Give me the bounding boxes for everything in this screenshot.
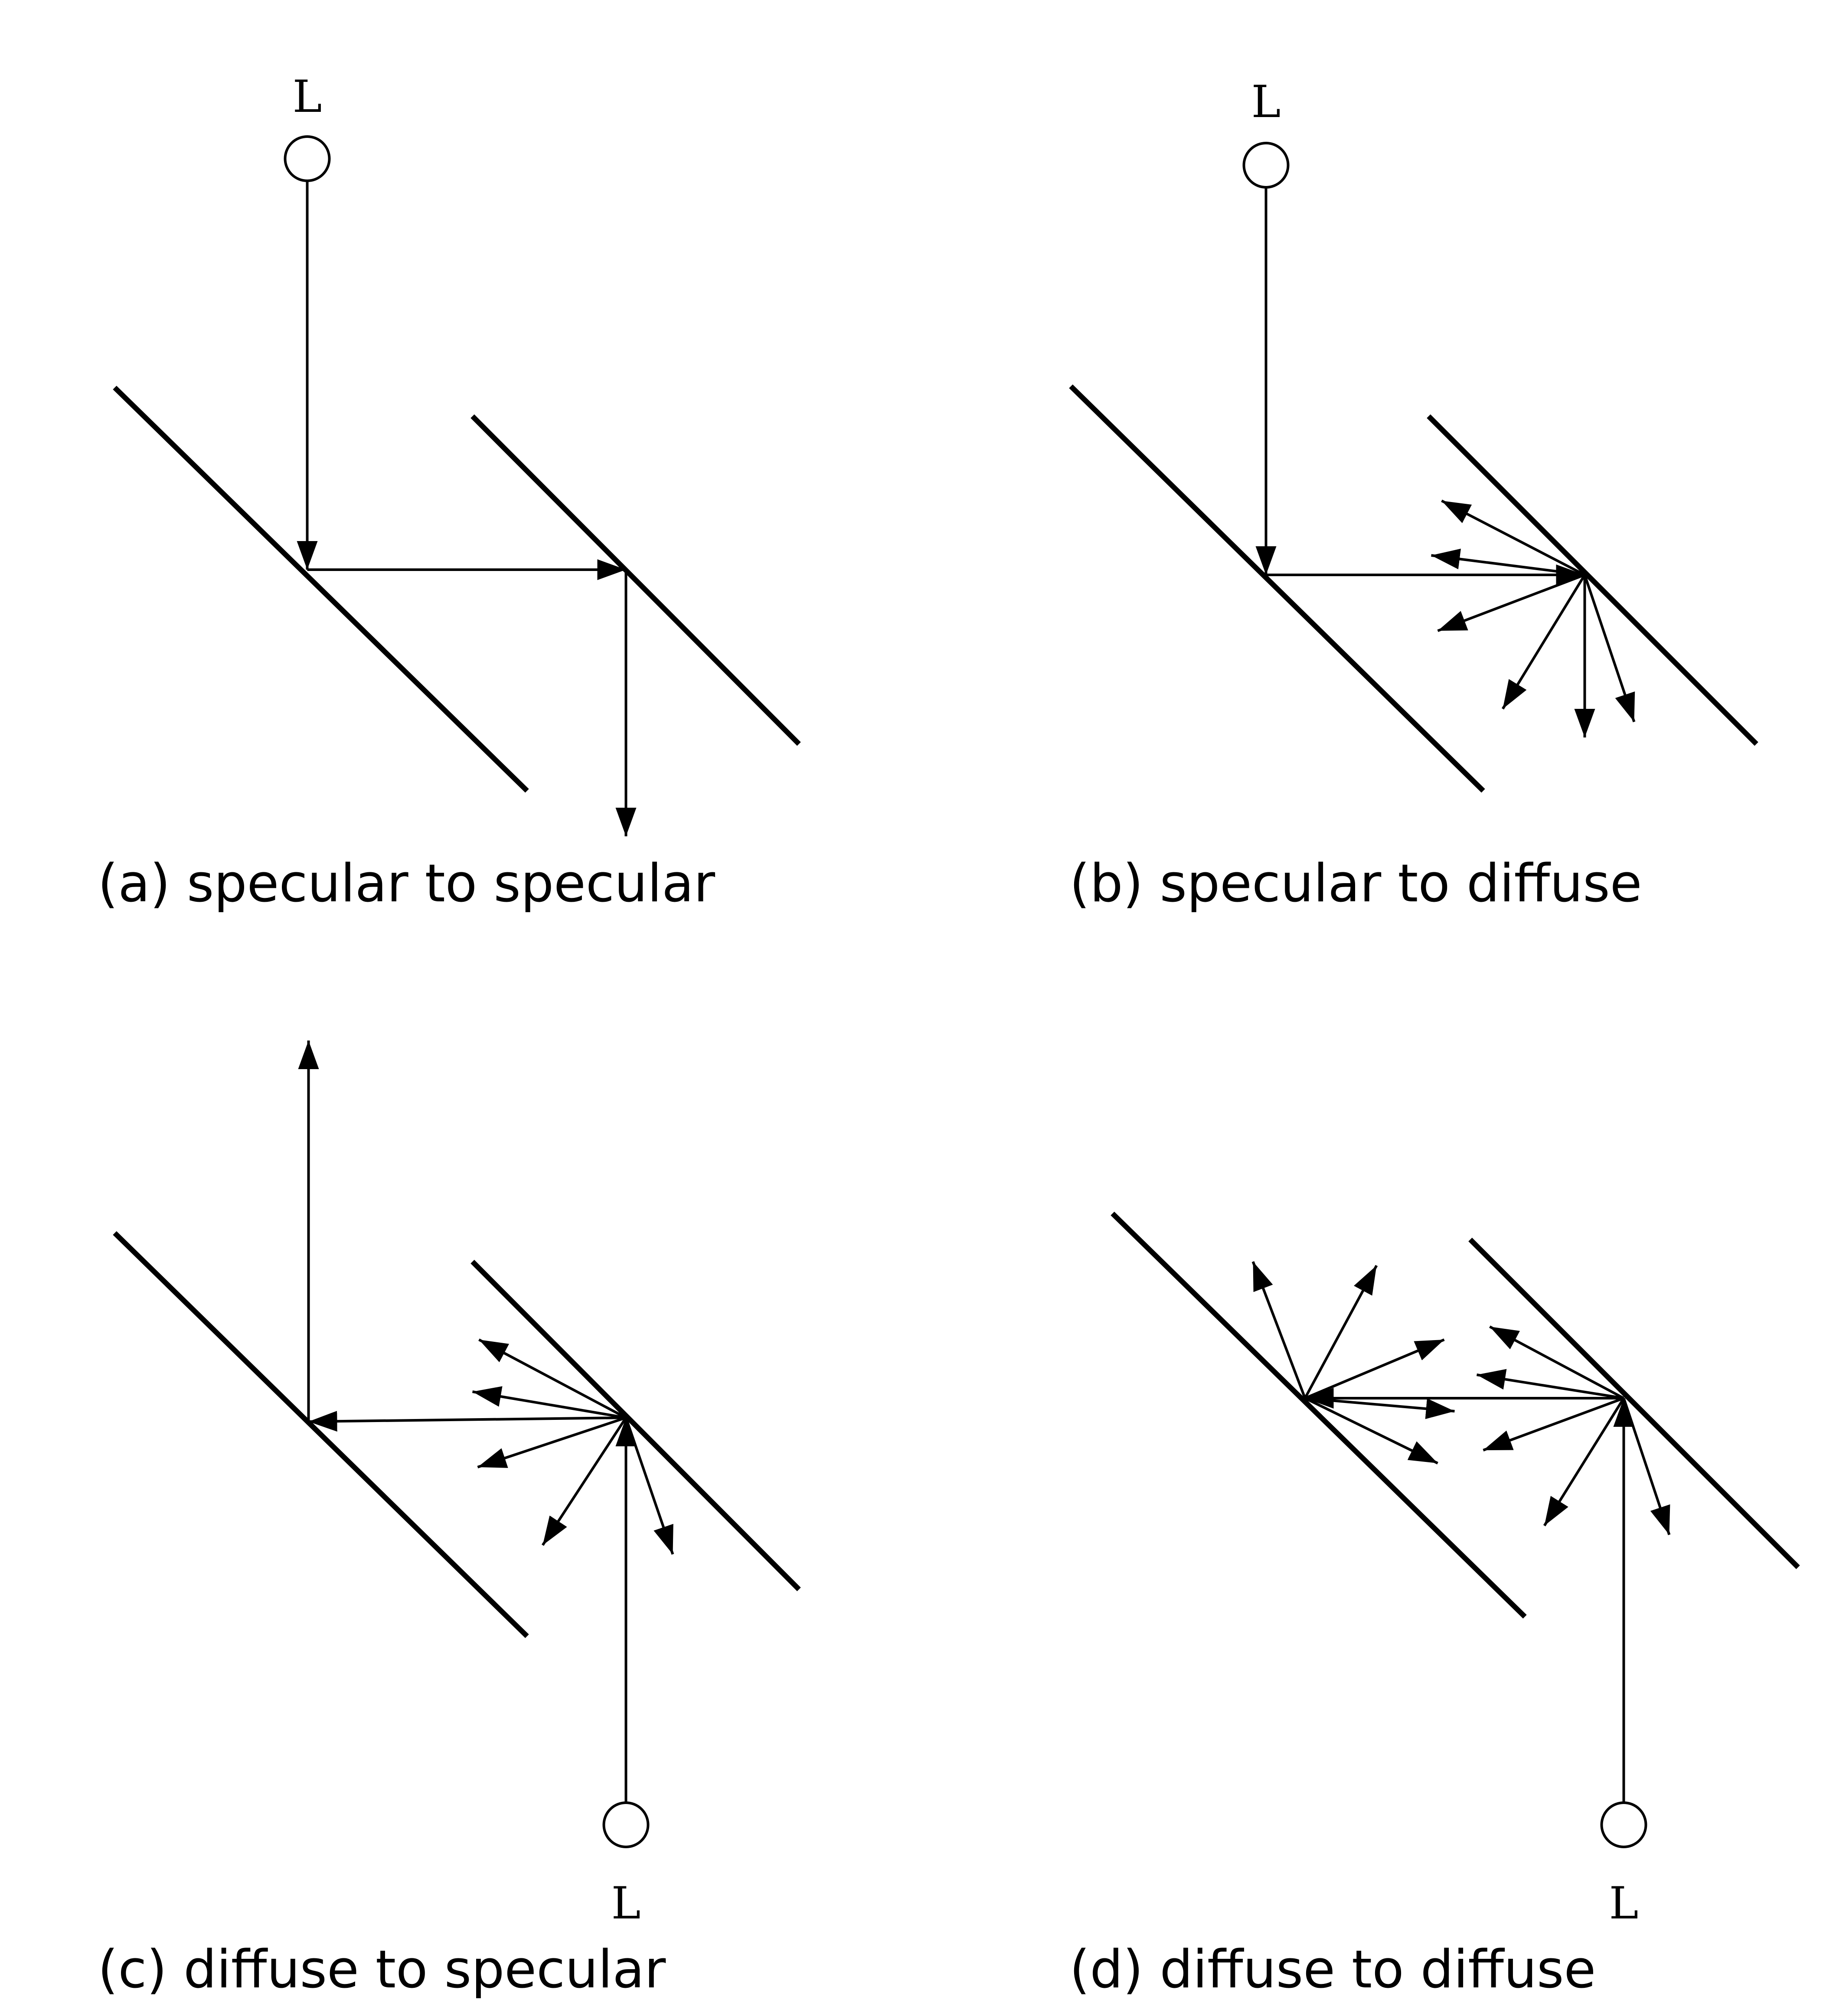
diffuse-surface [1427, 414, 1758, 746]
caption: (a) specular to specular [98, 854, 715, 914]
light-source-icon [1242, 142, 1290, 189]
panel-d: L (d) diffuse to diffuse [1070, 1211, 1800, 2000]
caption: (b) specular to diffuse [1070, 854, 1642, 914]
panel-c: L (c) diffuse to specular [98, 1041, 801, 2000]
scatter-arrow [1305, 1397, 1455, 1419]
scatter-arrow [1304, 1338, 1445, 1399]
caption: (d) diffuse to diffuse [1070, 1940, 1596, 2000]
light-source-icon [602, 1801, 650, 1848]
specular-surface [113, 1231, 529, 1638]
scatter-arrow [624, 1417, 674, 1555]
scatter-arrow [478, 1338, 627, 1419]
light-source-icon [1600, 1801, 1647, 1848]
diffuse-surface [470, 1259, 801, 1592]
scatter-arrow [1431, 548, 1585, 576]
light-label: L [1251, 76, 1281, 128]
scatter-arrow [1483, 1397, 1624, 1452]
panel-a: L (a) specular to specular [98, 71, 801, 914]
diffuse-scatter-arrows-second [1477, 1325, 1671, 1535]
light-label: L [1609, 1878, 1639, 1929]
scatter-arrow [1303, 1265, 1378, 1399]
scatter-arrow [1489, 1325, 1624, 1399]
scatter-arrow [1583, 574, 1636, 722]
scatter-arrow [1477, 1369, 1624, 1399]
scatter-arrow [1437, 574, 1585, 632]
panel-b: L (b) specular to diffuse [1069, 76, 1758, 914]
diffuse-surface [1111, 1211, 1527, 1619]
specular-surface [113, 385, 529, 793]
scatter-arrow [477, 1416, 627, 1468]
scatter-arrow [472, 1386, 627, 1419]
diffuse-scatter-arrows [472, 1338, 674, 1555]
scatter-arrow [541, 1417, 627, 1546]
scatter-arrow [1441, 499, 1585, 576]
caption: (c) diffuse to specular [98, 1940, 666, 2000]
diffuse-scatter-arrows-first [1251, 1261, 1455, 1465]
light-label: L [611, 1878, 641, 1929]
reflected-ray-arrow [308, 1411, 626, 1432]
diffuse-surface [1468, 1237, 1800, 1569]
scatter-arrow [1622, 1398, 1671, 1535]
specular-surface [1069, 384, 1485, 793]
light-label: L [293, 71, 322, 123]
light-source-icon [284, 135, 331, 182]
diffuse-scatter-arrows [1431, 499, 1636, 737]
scatter-arrow [1304, 1397, 1438, 1465]
scatter-arrow [1543, 1397, 1625, 1527]
scatter-arrow [1501, 574, 1586, 710]
specular-surface [470, 414, 801, 746]
scatter-arrow [1251, 1261, 1307, 1399]
